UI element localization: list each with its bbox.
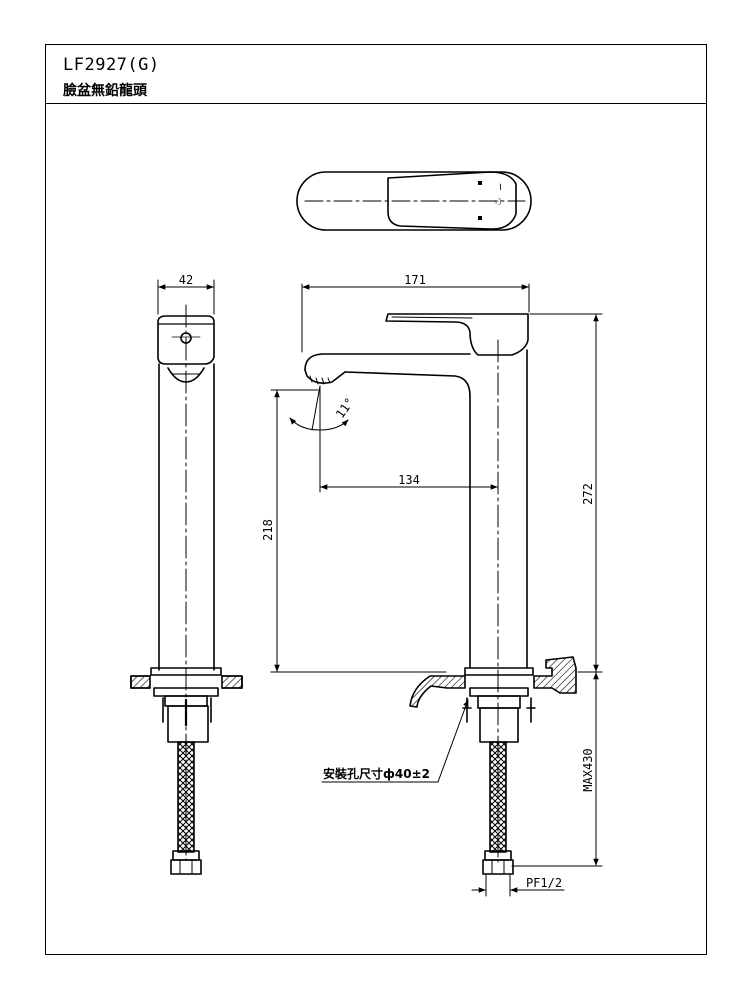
front-mount-nut — [479, 707, 519, 743]
front-hose — [489, 741, 507, 853]
dim-spout-reach: 134 — [398, 473, 420, 487]
front-aerator-cap — [304, 369, 346, 384]
side-handle — [157, 315, 215, 365]
note-mounting-hole: 安裝孔尺寸ф40±2 — [323, 766, 430, 781]
dim-max-below-deck: MAX430 — [581, 748, 595, 791]
side-base-ring — [150, 667, 222, 676]
top-view-outline — [296, 171, 532, 231]
basin-right — [533, 656, 577, 694]
product-name: 臉盆無鉛龍頭 — [63, 83, 147, 99]
dimension-lines — [270, 283, 603, 897]
side-mount-nut — [167, 705, 209, 743]
dim-connection-thread: PF1/2 — [526, 876, 562, 890]
front-hose-nut — [482, 859, 514, 875]
front-base-ring — [464, 667, 534, 676]
drawing-sheet: LF2927(G) 臉盆無鉛龍頭 — [45, 44, 707, 955]
front-view — [304, 313, 577, 875]
basin-left — [409, 675, 466, 708]
title-block: LF2927(G) 臉盆無鉛龍頭 — [46, 45, 706, 104]
dim-side-width: 42 — [179, 273, 193, 287]
dim-overall-reach: 171 — [404, 273, 426, 287]
dim-overall-height: 272 — [581, 483, 595, 505]
model-code: LF2927(G) — [63, 55, 160, 75]
front-spout — [304, 353, 471, 397]
svg-text:♨ ⚊: ♨ ⚊ — [490, 183, 504, 205]
top-view-handle — [387, 171, 517, 230]
front-handle — [385, 313, 529, 356]
side-view — [130, 279, 243, 875]
side-hose — [177, 741, 195, 853]
side-hose-nut — [170, 859, 202, 875]
dim-tilt-angle: 11° — [333, 395, 357, 421]
top-view: ♨ ⚊ — [296, 171, 532, 231]
dim-spout-height: 218 — [261, 519, 275, 541]
